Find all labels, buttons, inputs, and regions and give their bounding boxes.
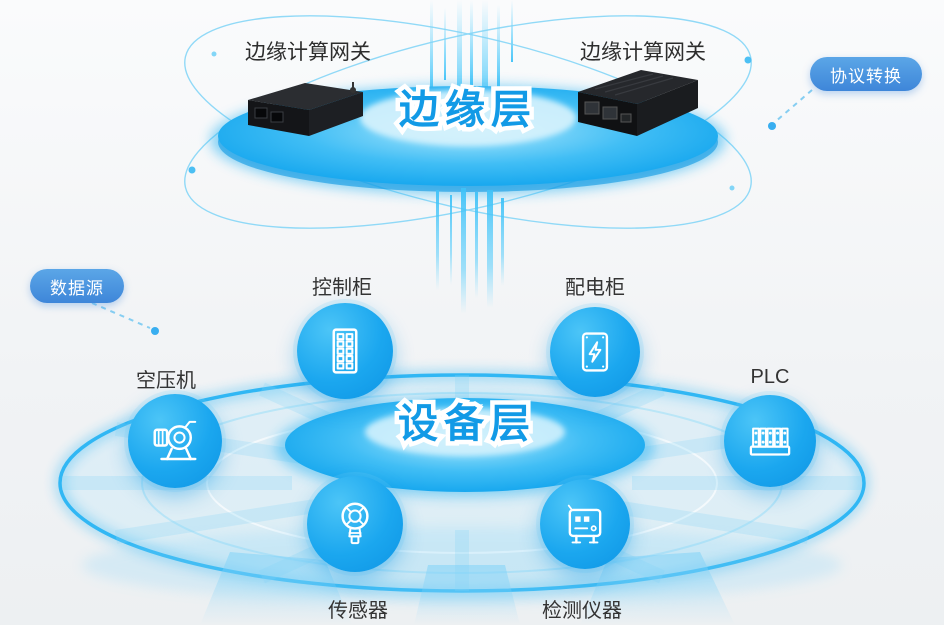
edge-layer-title-outline: 边缘层 bbox=[395, 86, 537, 135]
device-node-plc bbox=[724, 395, 816, 487]
protocol-conversion-badge: 协议转换 bbox=[810, 57, 922, 91]
edge-layer-title: 边缘层 边缘层 bbox=[348, 86, 588, 135]
sensor-icon bbox=[341, 502, 369, 545]
device-label-power-cabinet: 配电柜 bbox=[565, 277, 625, 299]
middle-light-beams bbox=[436, 188, 504, 314]
control-cabinet-icon bbox=[332, 328, 358, 374]
gateway-right-label: 边缘计算网关 bbox=[580, 41, 706, 64]
device-layer-title-text: 设备层 bbox=[398, 402, 536, 446]
device-layer-title-outline: 设备层 bbox=[394, 400, 536, 449]
edge-layer-title-text: 边缘层 bbox=[399, 88, 537, 132]
badge-connectors bbox=[91, 89, 813, 335]
air-compressor-icon bbox=[153, 420, 197, 461]
device-label-air-compressor: 空压机 bbox=[136, 370, 196, 392]
device-node-air-compressor bbox=[128, 394, 222, 488]
device-label-instrument: 检测仪器 bbox=[542, 600, 622, 622]
plc-icon bbox=[749, 427, 791, 456]
device-label-control-cabinet: 控制柜 bbox=[312, 277, 372, 299]
device-layer-title: 设备层 设备层 bbox=[347, 400, 587, 449]
device-node-control-cabinet bbox=[297, 303, 393, 399]
device-node-power-cabinet bbox=[550, 307, 640, 397]
device-platform bbox=[55, 370, 869, 625]
device-node-instrument bbox=[540, 479, 630, 569]
instrument-icon bbox=[567, 504, 602, 544]
data-source-badge: 数据源 bbox=[30, 269, 124, 303]
device-node-sensor bbox=[307, 476, 403, 572]
power-cabinet-icon bbox=[581, 332, 609, 372]
gateway-left-label: 边缘计算网关 bbox=[245, 41, 371, 64]
edge-gateway-right-image bbox=[578, 70, 698, 136]
top-light-beams bbox=[430, 0, 513, 116]
device-label-plc: PLC bbox=[750, 366, 790, 388]
edge-gateway-left-image bbox=[248, 82, 363, 136]
device-label-sensor: 传感器 bbox=[328, 600, 388, 622]
